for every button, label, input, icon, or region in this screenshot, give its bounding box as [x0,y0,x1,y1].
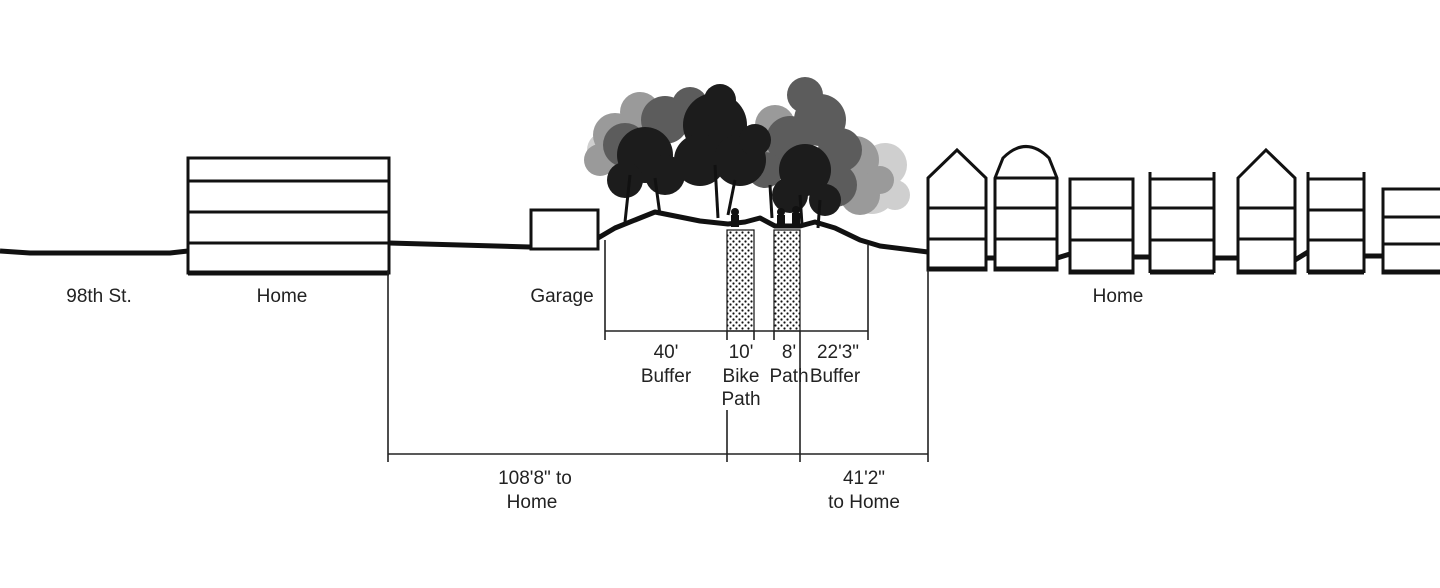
buffer-40-value: 40' [654,342,679,363]
to-home-left-line2: Home [507,492,558,513]
home-right-label: Home [1093,286,1144,307]
people-silhouettes [731,206,800,228]
bike-path-hatch [726,229,755,332]
bike-path-line1: Bike [723,366,760,387]
dimension-lines [387,240,929,462]
buffer-40-label: Buffer [641,366,692,387]
path-hatch [773,229,801,332]
buffer-22-value: 22'3" [817,342,859,363]
path-8-value: 8' [782,342,796,363]
garage-building [529,208,600,251]
tree-canopy [584,77,910,229]
bike-path-value: 10' [729,342,754,363]
to-home-left-line1: 108'8" to [498,468,572,489]
left-home-building [186,156,391,276]
street-label: 98th St. [66,286,132,307]
to-home-right-line2: to Home [828,492,900,513]
to-home-right-line1: 41'2" [843,468,885,489]
buffer-22-label: Buffer [810,366,861,387]
path-8-label: Path [769,366,808,387]
right-homes-row [926,145,1440,275]
bike-path-line2: Path [721,389,760,410]
home-left-label: Home [257,286,308,307]
ground-profile [0,209,1383,263]
garage-label: Garage [530,286,593,307]
